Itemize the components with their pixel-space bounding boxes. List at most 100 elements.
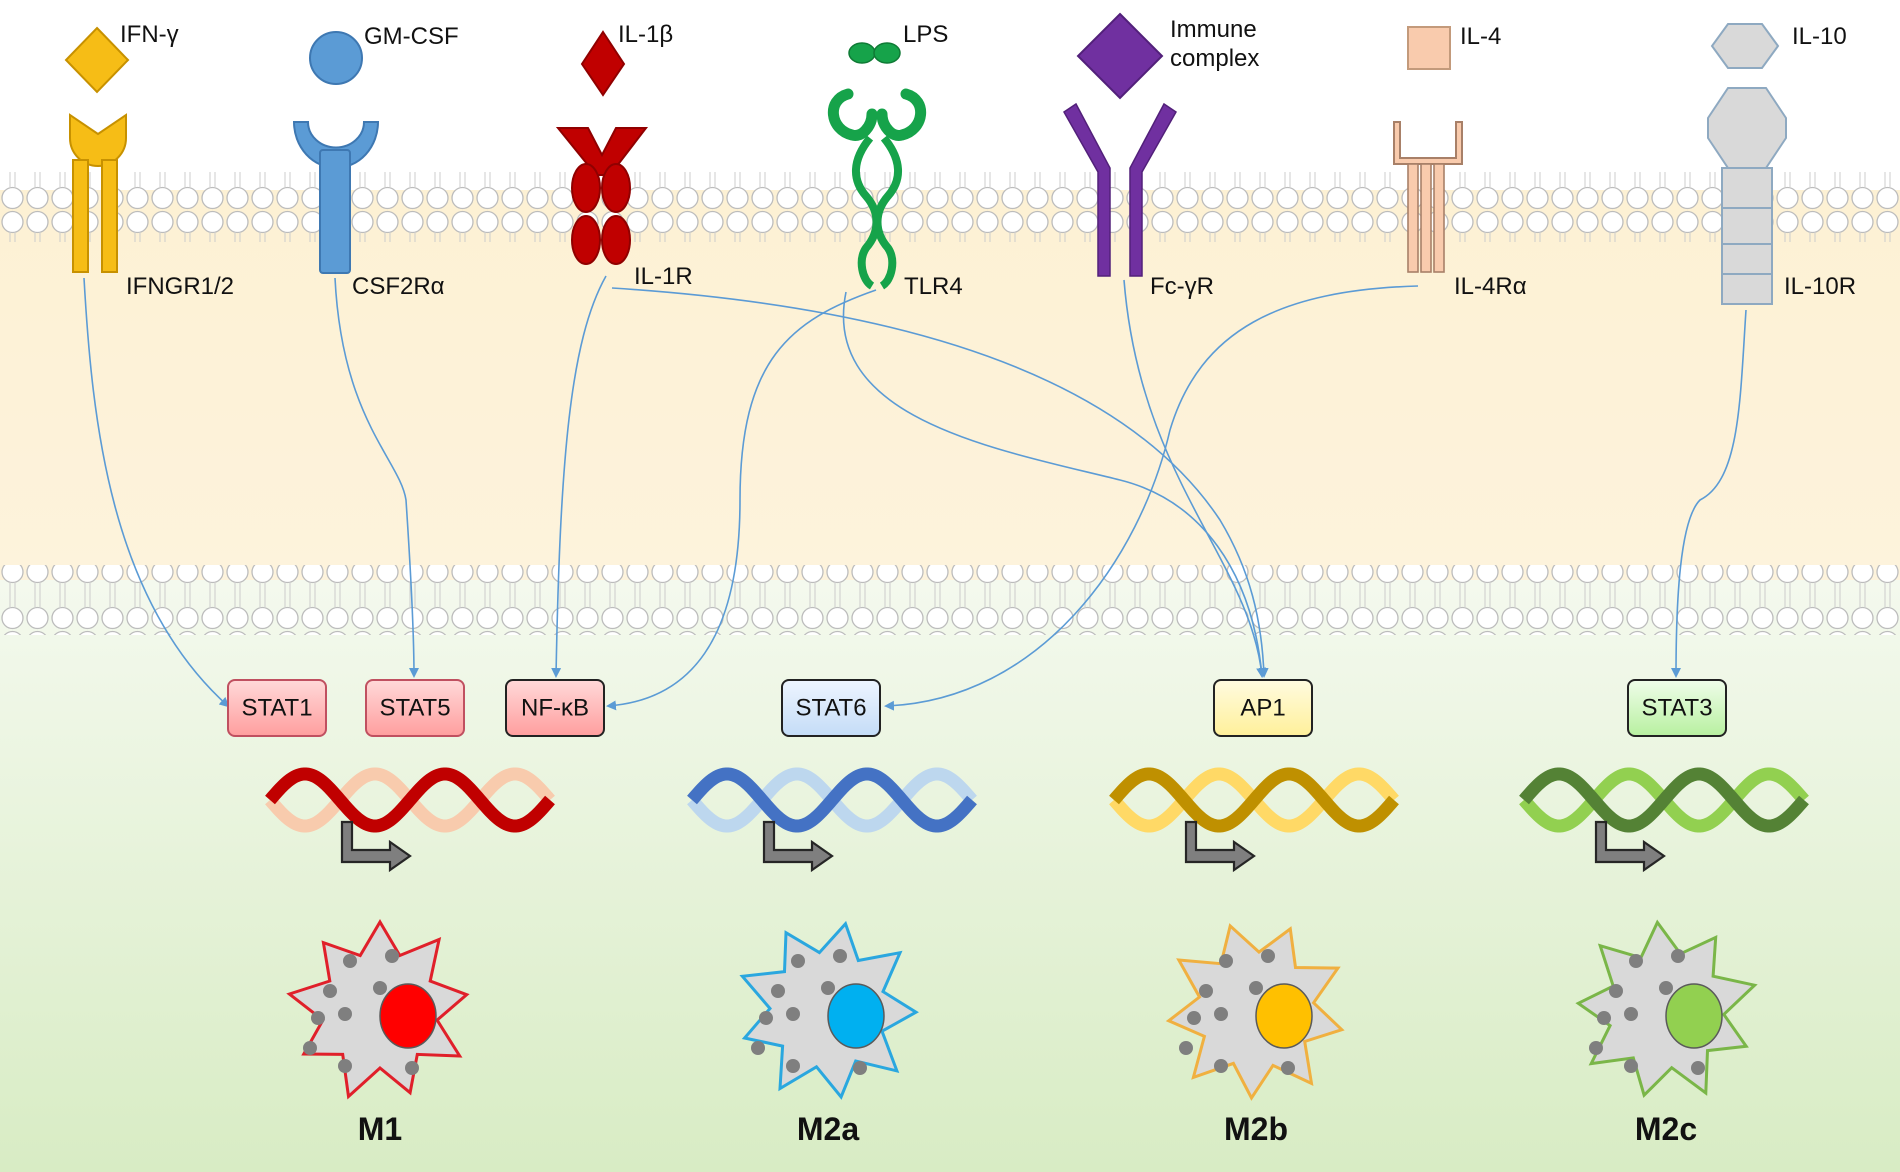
macrophage-nucleus	[827, 983, 885, 1049]
granule	[853, 1061, 867, 1075]
extracellular-space	[0, 0, 1900, 190]
granule	[338, 1007, 352, 1021]
granule	[751, 1041, 765, 1055]
tf-stat6-label: STAT6	[795, 695, 866, 722]
arrow-il10r-to-stat3	[1671, 309, 1747, 678]
ifngr-chain	[101, 159, 118, 273]
il-10r-receptor: IL-10R	[1707, 87, 1856, 305]
tlr4-receptor: TLR4	[827, 88, 963, 300]
arrow-il4r-to-stat6	[884, 285, 1419, 711]
macrophage-m2b	[1165, 923, 1345, 1101]
dna-helices	[265, 767, 1809, 873]
il-10r-segment	[1721, 243, 1773, 275]
tf-nf-kb: NF-κB	[505, 679, 605, 737]
granule	[1187, 1011, 1201, 1025]
lps-bead-icon	[848, 42, 876, 64]
tlr4-chain	[873, 135, 903, 290]
nuclear-membrane	[0, 565, 1900, 635]
csf2r-chain	[319, 149, 351, 274]
granule	[1589, 1041, 1603, 1055]
tlr4-label: TLR4	[904, 273, 963, 300]
granule	[1214, 1059, 1228, 1073]
transcription-arrow-icon	[1594, 820, 1666, 873]
arrow-il1r-to-nfkb	[551, 275, 607, 678]
il-4r-chain	[1433, 163, 1445, 273]
macrophage-cells	[286, 919, 1758, 1101]
granule	[791, 954, 805, 968]
immune-complex-diamond-icon	[1076, 12, 1164, 100]
tf-stat5: STAT5	[365, 679, 465, 737]
il-1r-domain	[601, 163, 631, 213]
fc-gamma-r-label: Fc-γR	[1150, 273, 1214, 300]
granule	[1261, 949, 1275, 963]
granule	[759, 1011, 773, 1025]
il-1r-receptor: IL-1R	[555, 127, 693, 290]
granule	[786, 1059, 800, 1073]
granule	[1199, 984, 1213, 998]
granule	[343, 954, 357, 968]
granule	[1179, 1041, 1193, 1055]
granule	[1671, 949, 1685, 963]
macrophage-m2a	[739, 920, 919, 1100]
dna-helix-m2c	[1519, 767, 1809, 873]
granule	[1214, 1007, 1228, 1021]
ifngr-chain	[72, 159, 89, 273]
il-4-label: IL-4	[1460, 23, 1501, 50]
tf-ap1-label: AP1	[1240, 695, 1285, 722]
signal-arrows	[83, 275, 1747, 711]
il-1beta-label: IL-1β	[618, 21, 673, 48]
granule	[1609, 984, 1623, 998]
ifn-gamma-label: IFN-γ	[120, 21, 179, 48]
tf-stat1: STAT1	[227, 679, 327, 737]
nucleus	[0, 580, 1900, 1172]
fc-gamma-r-arm	[1063, 102, 1111, 277]
immune-complex-label-line1: Immune	[1170, 16, 1257, 43]
cytoplasm	[0, 190, 1900, 580]
granule	[373, 981, 387, 995]
dna-strand	[687, 767, 977, 833]
immune-complex-ligand: Immune complex	[1076, 12, 1259, 100]
macrophage-label-m2c: M2c	[1635, 1111, 1697, 1147]
granule	[1281, 1061, 1295, 1075]
cell-membrane	[0, 172, 1900, 242]
macrophage-label-m2a: M2a	[797, 1111, 859, 1147]
csf2r-label: CSF2Rα	[352, 273, 445, 300]
il-4-square-icon	[1407, 26, 1451, 70]
tf-stat1-label: STAT1	[241, 695, 312, 722]
tlr4-horseshoe-icon	[876, 88, 927, 141]
transcription-arrow-icon	[762, 820, 834, 873]
il-10r-segment	[1721, 273, 1773, 305]
fc-gamma-r-receptor: Fc-γR	[1063, 102, 1214, 300]
gm-csf-ligand: GM-CSF	[309, 23, 459, 85]
il-10-hexagon-icon	[1710, 23, 1780, 69]
lps-label: LPS	[903, 21, 948, 48]
ifngr-receptor: IFNGR1/2	[69, 113, 234, 300]
tf-ap1: AP1	[1213, 679, 1313, 737]
il-4r-label: IL-4Rα	[1454, 273, 1527, 300]
tf-stat3: STAT3	[1627, 679, 1727, 737]
granule	[311, 1011, 325, 1025]
granule	[323, 984, 337, 998]
granule	[1629, 954, 1643, 968]
il-10r-label: IL-10R	[1784, 273, 1856, 300]
il-4r-chain	[1407, 163, 1419, 273]
il-1r-domain	[571, 215, 601, 265]
ifn-gamma-diamond-icon	[64, 26, 130, 94]
il-1beta-diamond-icon	[580, 30, 626, 97]
transcription-arrow-icon	[340, 820, 412, 873]
dna-strand	[1109, 767, 1399, 833]
lps-bead-icon	[873, 42, 901, 64]
granule	[1219, 954, 1233, 968]
transcription-arrow-icon	[1184, 820, 1256, 873]
il-10r-segment	[1721, 167, 1773, 209]
arrow-il1r-to-ap1	[611, 287, 1269, 678]
il-1r-domain	[571, 163, 601, 213]
lps-ligand: LPS	[848, 21, 948, 64]
il-10-label: IL-10	[1792, 23, 1847, 50]
tf-nf-kb-label: NF-κB	[521, 695, 589, 722]
granule	[821, 981, 835, 995]
gm-csf-circle-icon	[309, 31, 363, 85]
granule	[1691, 1061, 1705, 1075]
macrophage-nucleus	[379, 983, 437, 1049]
